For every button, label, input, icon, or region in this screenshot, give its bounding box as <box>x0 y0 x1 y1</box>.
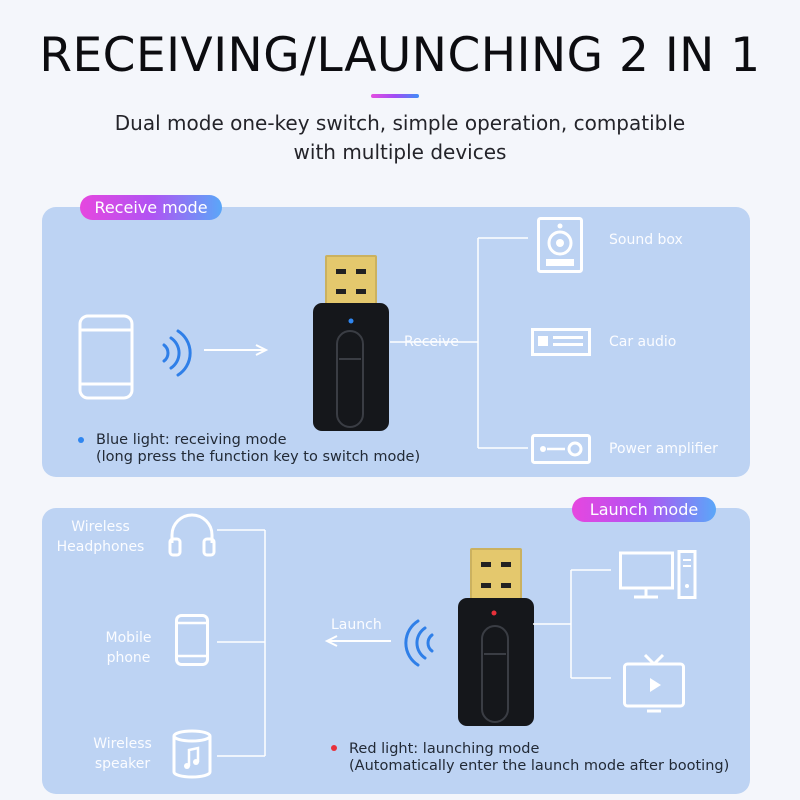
target-label-headphones: Wireless Headphones <box>56 519 145 556</box>
launch-label: Launch <box>331 617 382 633</box>
launch-note-line-2: (Automatically enter the launch mode aft… <box>349 758 730 774</box>
blue-indicator-dot <box>78 437 84 443</box>
speaker-icon <box>537 217 583 273</box>
car-radio-icon <box>531 328 591 356</box>
speaker-icon <box>172 729 212 779</box>
desktop-computer-icon <box>619 550 697 599</box>
subtitle-line-2: with multiple devices <box>293 140 507 164</box>
accent-bar <box>371 94 419 98</box>
receive-note-line-2: (long press the function key to switch m… <box>96 449 421 465</box>
signal-waves-icon <box>162 329 192 377</box>
phone-icon <box>175 614 209 666</box>
bluetooth-dongle-receive <box>313 255 389 431</box>
launch-mode-panel <box>42 508 750 794</box>
arrow-left-icon <box>324 635 391 647</box>
page-title: RECEIVING/LAUNCHING 2 IN 1 <box>39 28 761 83</box>
receive-note-line-1: Blue light: receiving mode <box>96 432 287 448</box>
device-label-sound-box: Sound box <box>609 232 683 248</box>
target-label-speaker: Wireless speaker <box>93 736 152 773</box>
receive-mode-badge: Receive mode <box>80 195 222 220</box>
launch-connector-lines <box>217 529 266 757</box>
subtitle-line-1: Dual mode one-key switch, simple operati… <box>114 111 686 135</box>
amplifier-icon <box>531 434 591 464</box>
tablet-icon <box>78 314 134 400</box>
red-indicator-dot <box>331 745 337 751</box>
receive-connector-lines <box>390 237 528 449</box>
bluetooth-dongle-launch <box>458 548 534 726</box>
source-connector-lines <box>533 569 611 679</box>
launch-mode-badge: Launch mode <box>572 497 716 522</box>
arrow-right-icon <box>204 344 269 356</box>
launch-note-line-1: Red light: launching mode <box>349 741 540 757</box>
headphones-icon <box>168 513 216 557</box>
device-label-car-audio: Car audio <box>609 334 677 350</box>
target-label-phone: Mobile phone <box>105 630 152 667</box>
tv-icon <box>623 653 685 713</box>
signal-waves-icon <box>404 619 434 667</box>
device-label-power-amplifier: Power amplifier <box>609 441 718 457</box>
receive-label: Receive <box>404 334 459 350</box>
